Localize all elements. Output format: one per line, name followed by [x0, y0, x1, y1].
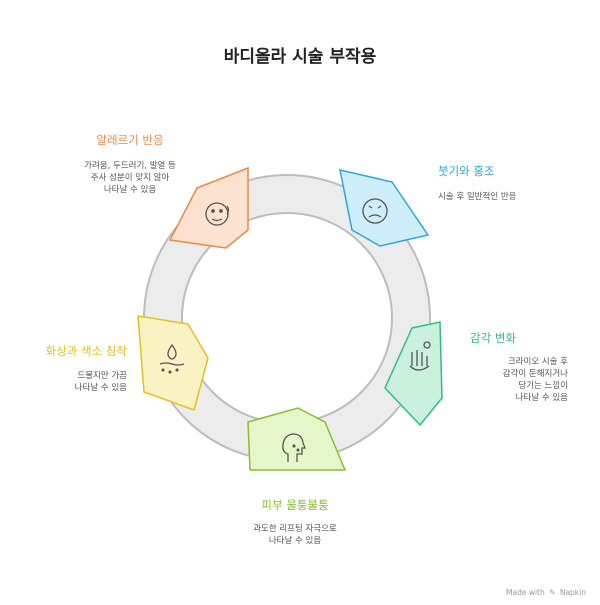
footer-made-with: Made with	[506, 588, 545, 597]
desc-allergy: 가려움, 두드러기, 발열 등 주사 성분이 맞지 않아 나타날 수 있음	[84, 161, 176, 195]
desc-burn: 드물지만 가끔 나타날 수 있음	[74, 371, 127, 393]
diagram-title: 바디올라 시술 부작용	[223, 47, 377, 67]
skin-profile-icon	[282, 433, 306, 462]
sensation-hand-icon	[409, 341, 431, 371]
step-burn	[137, 315, 209, 411]
label-allergy: 알레르기 반응	[96, 133, 164, 147]
footer-credit: Made with ✎ Napkin	[506, 588, 586, 597]
desc-sensation: 크라이오 시술 후 감각이 둔해지거나 당기는 느낌이 나타날 수 있음	[502, 357, 568, 403]
step-skin-bumps	[247, 407, 347, 471]
label-sensation: 감각 변화	[470, 331, 516, 345]
napkin-logo-icon: ✎	[549, 588, 556, 597]
footer-brand: Napkin	[559, 588, 586, 597]
step-sensation	[384, 321, 443, 427]
desc-skin-bumps: 과도한 리프팅 자극으로 나타날 수 있음	[253, 524, 337, 546]
label-skin-bumps: 피부 울퉁불퉁	[261, 498, 329, 512]
label-burn: 화상과 색소 침착	[45, 344, 127, 358]
burn-skin-icon	[159, 343, 185, 374]
label-swelling: 붓기와 홍조	[438, 164, 495, 178]
step-swelling	[339, 169, 430, 247]
swollen-face-icon	[362, 198, 388, 224]
allergy-face-icon	[205, 202, 230, 226]
desc-swelling: 시술 후 일반적인 반응	[438, 192, 517, 202]
step-allergy	[168, 166, 249, 249]
